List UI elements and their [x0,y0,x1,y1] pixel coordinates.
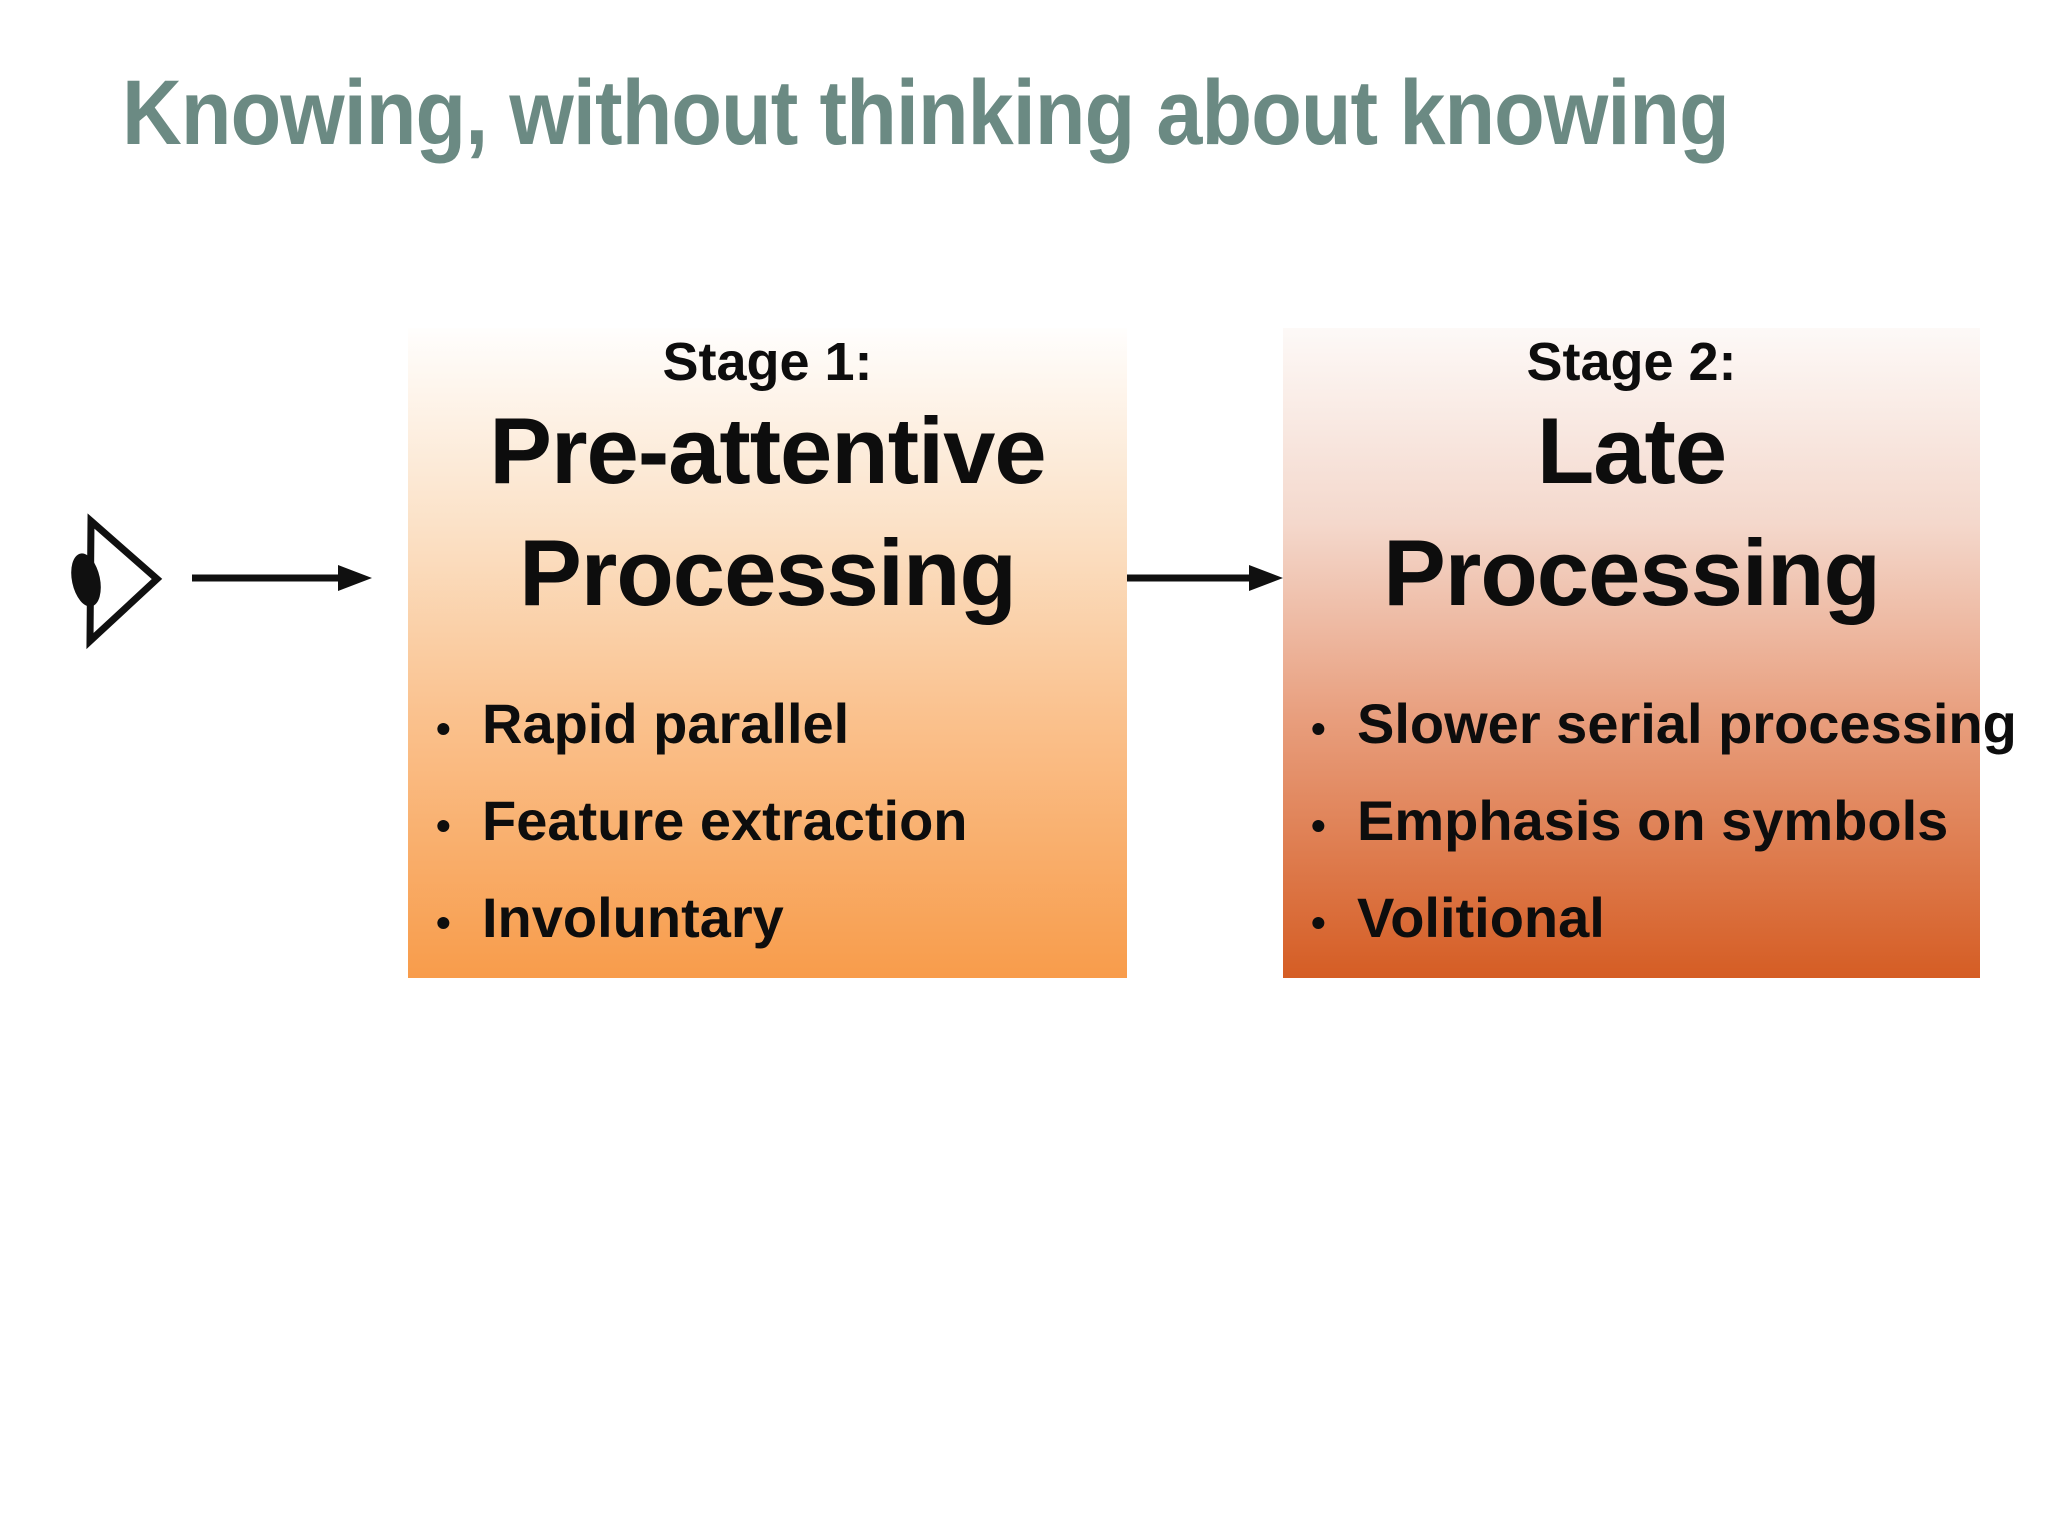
bullet-text: Slower serial processing [1357,692,2017,755]
stage-2-label: Stage 2: [1526,332,1737,392]
bullet-text: Involuntary [482,886,784,949]
stage-2-heading-line-1: Late [1536,398,1727,503]
stage-2-heading: Late Processing [1283,390,1980,634]
bullet-text: Volitional [1357,886,1605,949]
stage-1-heading: Pre-attentive Processing [408,390,1127,634]
stage-1-label: Stage 1: [662,332,873,392]
bullet-text: Feature extraction [482,789,968,852]
list-item: • Involuntary [430,890,1127,946]
list-item: • Feature extraction [430,793,1127,849]
stage-1-heading-line-1: Pre-attentive [489,398,1046,503]
bullet-dot-icon: • [1311,899,1326,946]
list-item: • Rapid parallel [430,696,1127,752]
list-item: • Volitional [1305,890,1980,946]
stage-1-box: Stage 1: Pre-attentive Processing • Rapi… [408,328,1127,978]
list-item: • Emphasis on symbols [1305,793,1980,849]
stage-1-bullet-list: • Rapid parallel • Feature extraction • … [408,696,1127,946]
bullet-dot-icon: • [1311,705,1326,752]
bullet-text: Emphasis on symbols [1357,789,1949,852]
stage-2-box: Stage 2: Late Processing • Slower serial… [1283,328,2017,978]
bullet-dot-icon: • [436,899,451,946]
stage-2-heading-line-2: Processing [1383,520,1881,625]
bullet-dot-icon: • [436,802,451,849]
list-item: • Slower serial processing [1305,696,2017,752]
bullet-text: Rapid parallel [482,692,850,755]
stage-1-heading-line-2: Processing [519,520,1017,625]
eye-icon [71,513,163,650]
bullet-dot-icon: • [436,705,451,752]
arrow-right-icon [1127,565,1283,591]
page-title: Knowing, without thinking about knowing [122,62,1730,164]
arrow-right-icon [192,565,372,591]
stage-2-bullet-list: • Slower serial processing • Emphasis on… [1283,696,2017,946]
bullet-dot-icon: • [1311,802,1326,849]
